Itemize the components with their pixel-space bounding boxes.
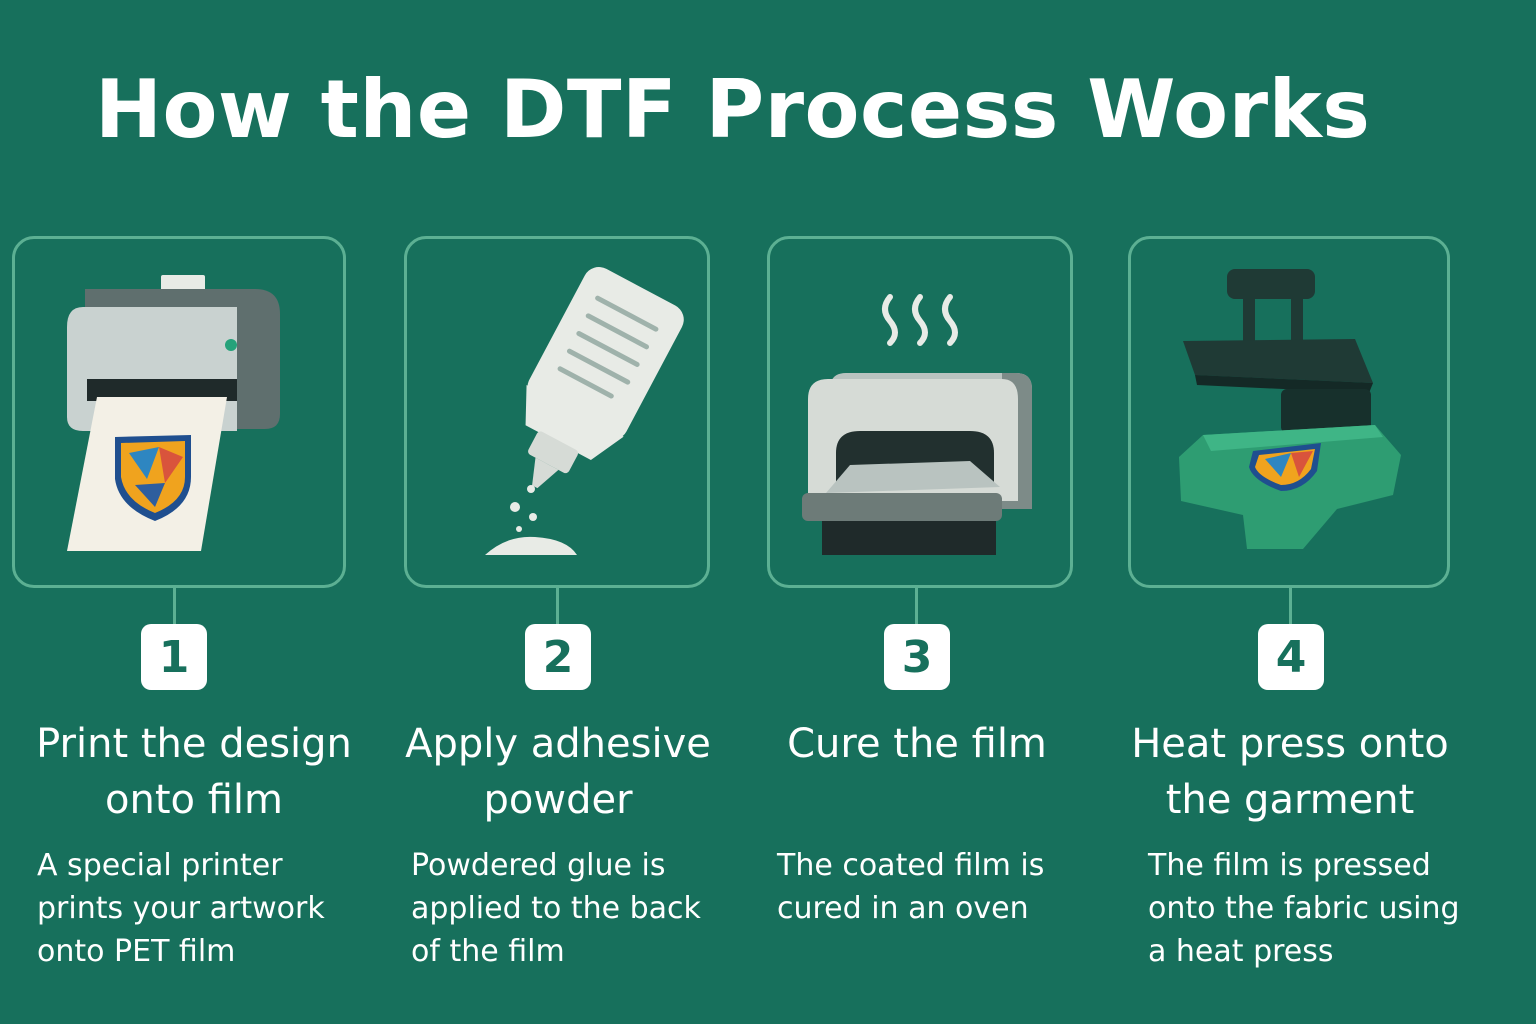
curing-oven-icon [802, 294, 1032, 555]
step-3-connector [915, 588, 918, 628]
step-3-description: The coated film is cured in an oven [777, 848, 1045, 926]
step-2-description: Powdered glue is applied to the back of … [411, 848, 701, 969]
step-2-card [404, 236, 710, 588]
glue-bottle-icon [485, 266, 684, 555]
step-4-card [1128, 236, 1450, 588]
printer-icon [67, 275, 280, 551]
step-4-title: Heat press onto the garment [1131, 721, 1449, 823]
step-2-badge: 2 [525, 624, 591, 690]
step-3-badge: 3 [884, 624, 950, 690]
step-3-card [767, 236, 1073, 588]
step-1-card [12, 236, 346, 588]
step-1-description: A special printer prints your artwork on… [37, 848, 325, 969]
step-1-connector [173, 588, 176, 628]
step-4-badge: 4 [1258, 624, 1324, 690]
step-1-badge: 1 [141, 624, 207, 690]
page-title: How the DTF Process Works [95, 63, 1371, 156]
step-1-title: Print the design onto film [36, 721, 352, 823]
step-4-description: The film is pressed onto the fabric usin… [1148, 848, 1460, 969]
step-2-connector [556, 588, 559, 628]
step-3-title: Cure the film [787, 721, 1047, 767]
step-4-connector [1289, 588, 1292, 628]
step-2-title: Apply adhesive powder [405, 721, 711, 823]
heat-press-icon [1179, 269, 1401, 549]
